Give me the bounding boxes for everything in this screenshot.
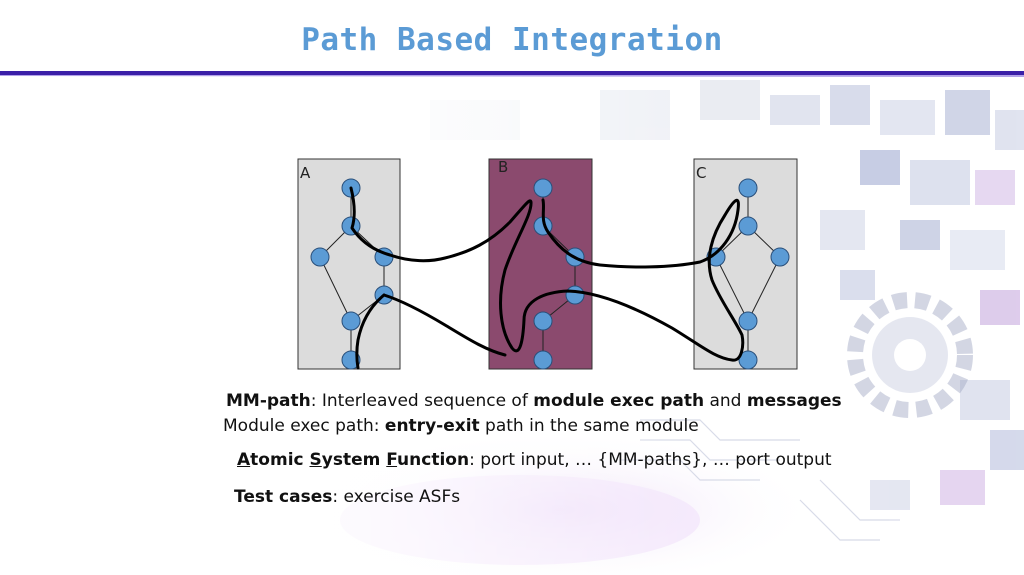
asf-f-rest: unction [397, 450, 470, 470]
asf-s-letter: S [309, 450, 322, 470]
mm-path-stroke [349, 186, 745, 362]
asf-s-rest: ystem [321, 450, 387, 470]
node-b4 [565, 285, 585, 305]
mm-path-bold-2: messages [746, 391, 842, 411]
mm-path-bold-1: module exec path [533, 391, 705, 411]
mm-path-rest-2: and [704, 391, 747, 411]
exec-path-rest: path in the same module [479, 416, 699, 436]
module-c-nodes [706, 178, 790, 370]
asf-a-rest: tomic [250, 450, 310, 470]
node-b1 [533, 178, 553, 198]
node-b6 [533, 350, 553, 370]
mm-path-return-stroke [355, 293, 507, 370]
module-c-label: C [696, 164, 706, 182]
page-title: Path Based Integration [301, 22, 723, 58]
asf-rest: : port input, … {MM-paths}, … port outpu… [469, 450, 832, 470]
node-c6 [738, 350, 758, 370]
exec-path-bold: entry-exit [384, 416, 480, 436]
title-divider [0, 71, 1024, 77]
test-cases-term: Test cases [234, 487, 333, 507]
asf-f-letter: F [386, 450, 398, 470]
asf-definition: Atomic System Function: port input, … {M… [237, 450, 832, 470]
node-a6 [341, 311, 361, 331]
exec-path-lead: Module exec path: [223, 416, 385, 436]
mm-path-definition: MM-path: Interleaved sequence of module … [226, 391, 842, 411]
node-a2 [341, 216, 361, 236]
asf-a-letter: A [237, 450, 251, 470]
mm-path-term: MM-path [226, 391, 311, 411]
node-c5 [738, 311, 758, 331]
module-a-label: A [300, 164, 311, 182]
exec-path-definition: Module exec path: entry-exit path in the… [223, 416, 699, 436]
node-c2 [738, 216, 758, 236]
mm-path-rest-1: : Interleaved sequence of [310, 391, 534, 411]
node-b5 [533, 311, 553, 331]
gear-icon [847, 292, 973, 418]
node-c4 [770, 247, 790, 267]
node-c1 [738, 178, 758, 198]
module-b-label: B [498, 158, 508, 176]
test-cases-definition: Test cases: exercise ASFs [234, 487, 460, 507]
node-c3 [706, 247, 726, 267]
test-cases-rest: : exercise ASFs [332, 487, 461, 507]
node-a3 [310, 247, 330, 267]
